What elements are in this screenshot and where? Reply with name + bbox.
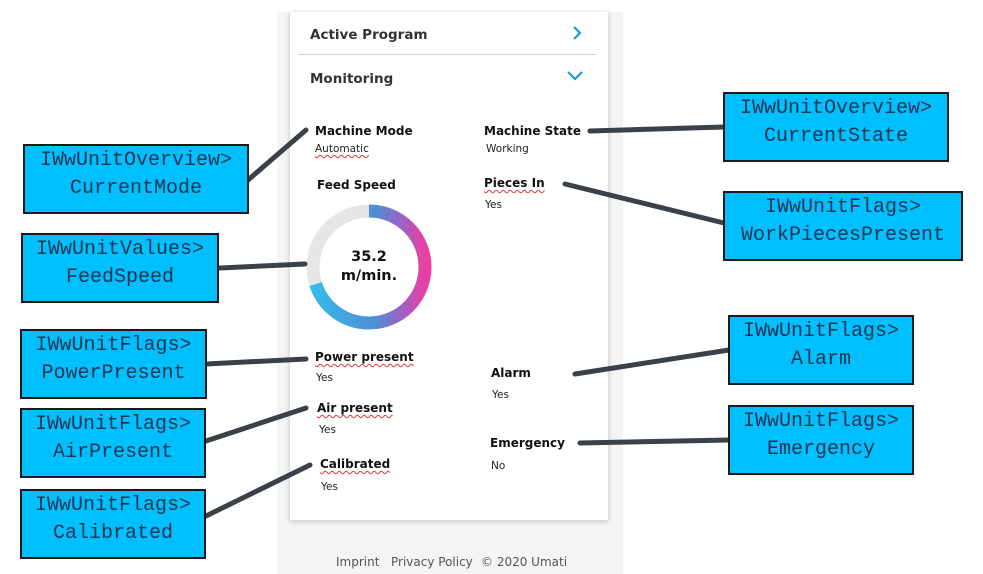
footer-copyright: © 2020 Umati bbox=[481, 555, 568, 569]
air-present-value: Yes bbox=[319, 424, 336, 436]
annotation-property: CurrentState bbox=[763, 125, 909, 148]
annotation-interface: IWwUnitValues> bbox=[35, 238, 205, 261]
annotation-feed-speed: IWwUnitValues> FeedSpeed bbox=[21, 233, 219, 303]
monitoring-card: Active Program Monitoring Machine Mode A… bbox=[290, 12, 608, 520]
machine-state-value: Working bbox=[486, 143, 529, 155]
section-divider bbox=[298, 54, 596, 55]
machine-mode-label: Machine Mode bbox=[315, 124, 413, 138]
feed-speed-readout: 35.2 m/min. bbox=[304, 248, 434, 286]
annotation-current-state: IWwUnitOverview> CurrentState bbox=[723, 92, 949, 162]
annotation-power-present: IWwUnitFlags> PowerPresent bbox=[20, 329, 207, 399]
annotation-current-mode: IWwUnitOverview> CurrentMode bbox=[23, 144, 249, 214]
annotation-interface: IWwUnitOverview> bbox=[739, 97, 933, 120]
annotation-property: Calibrated bbox=[52, 522, 174, 545]
feed-speed-value: 35.2 bbox=[351, 249, 387, 265]
alarm-label: Alarm bbox=[491, 366, 531, 380]
annotation-property: FeedSpeed bbox=[65, 266, 175, 289]
annotation-interface: IWwUnitFlags> bbox=[764, 196, 922, 219]
annotation-calibrated: IWwUnitFlags> Calibrated bbox=[20, 489, 206, 559]
alarm-value: Yes bbox=[492, 389, 509, 401]
annotation-alarm: IWwUnitFlags> Alarm bbox=[728, 315, 914, 385]
annotation-interface: IWwUnitFlags> bbox=[742, 410, 900, 433]
section-title-active-program[interactable]: Active Program bbox=[310, 27, 428, 43]
annotation-property: AirPresent bbox=[52, 441, 174, 464]
chevron-right-icon[interactable] bbox=[570, 26, 584, 40]
annotation-emergency: IWwUnitFlags> Emergency bbox=[728, 405, 914, 475]
power-present-label: Power present bbox=[315, 350, 414, 364]
gauge-fill bbox=[306, 204, 432, 330]
emergency-value: No bbox=[491, 460, 506, 472]
annotation-interface: IWwUnitFlags> bbox=[34, 494, 192, 517]
annotation-property: WorkPiecesPresent bbox=[740, 224, 946, 247]
machine-mode-value: Automatic bbox=[315, 143, 369, 155]
annotation-property: Alarm bbox=[790, 348, 851, 371]
footer-imprint-link[interactable]: Imprint bbox=[336, 555, 380, 569]
annotation-interface: IWwUnitOverview> bbox=[39, 149, 233, 172]
pieces-in-value: Yes bbox=[485, 199, 502, 211]
power-present-label-text: Power present bbox=[315, 350, 414, 364]
annotation-interface: IWwUnitFlags> bbox=[34, 413, 192, 436]
pieces-in-label: Pieces In bbox=[484, 176, 545, 190]
machine-state-label: Machine State bbox=[484, 124, 582, 138]
feed-speed-label: Feed Speed bbox=[317, 178, 396, 192]
annotation-interface: IWwUnitFlags> bbox=[35, 334, 192, 357]
annotation-work-pieces-present: IWwUnitFlags> WorkPiecesPresent bbox=[723, 191, 963, 261]
annotation-property: CurrentMode bbox=[69, 177, 203, 200]
emergency-label: Emergency bbox=[490, 436, 565, 450]
annotation-air-present: IWwUnitFlags> AirPresent bbox=[20, 408, 206, 478]
calibrated-label: Calibrated bbox=[320, 457, 391, 471]
footer-privacy-link[interactable]: Privacy Policy bbox=[391, 555, 473, 569]
section-title-monitoring[interactable]: Monitoring bbox=[310, 71, 394, 87]
calibrated-value: Yes bbox=[321, 481, 338, 493]
annotation-interface: IWwUnitFlags> bbox=[742, 320, 900, 343]
feed-speed-gauge bbox=[306, 204, 432, 330]
feed-speed-unit: m/min. bbox=[340, 268, 398, 284]
air-present-label: Air present bbox=[317, 401, 393, 415]
power-present-value: Yes bbox=[316, 372, 333, 384]
chevron-down-icon[interactable] bbox=[567, 70, 583, 82]
annotation-property: PowerPresent bbox=[41, 362, 186, 385]
annotation-property: Emergency bbox=[766, 438, 876, 461]
